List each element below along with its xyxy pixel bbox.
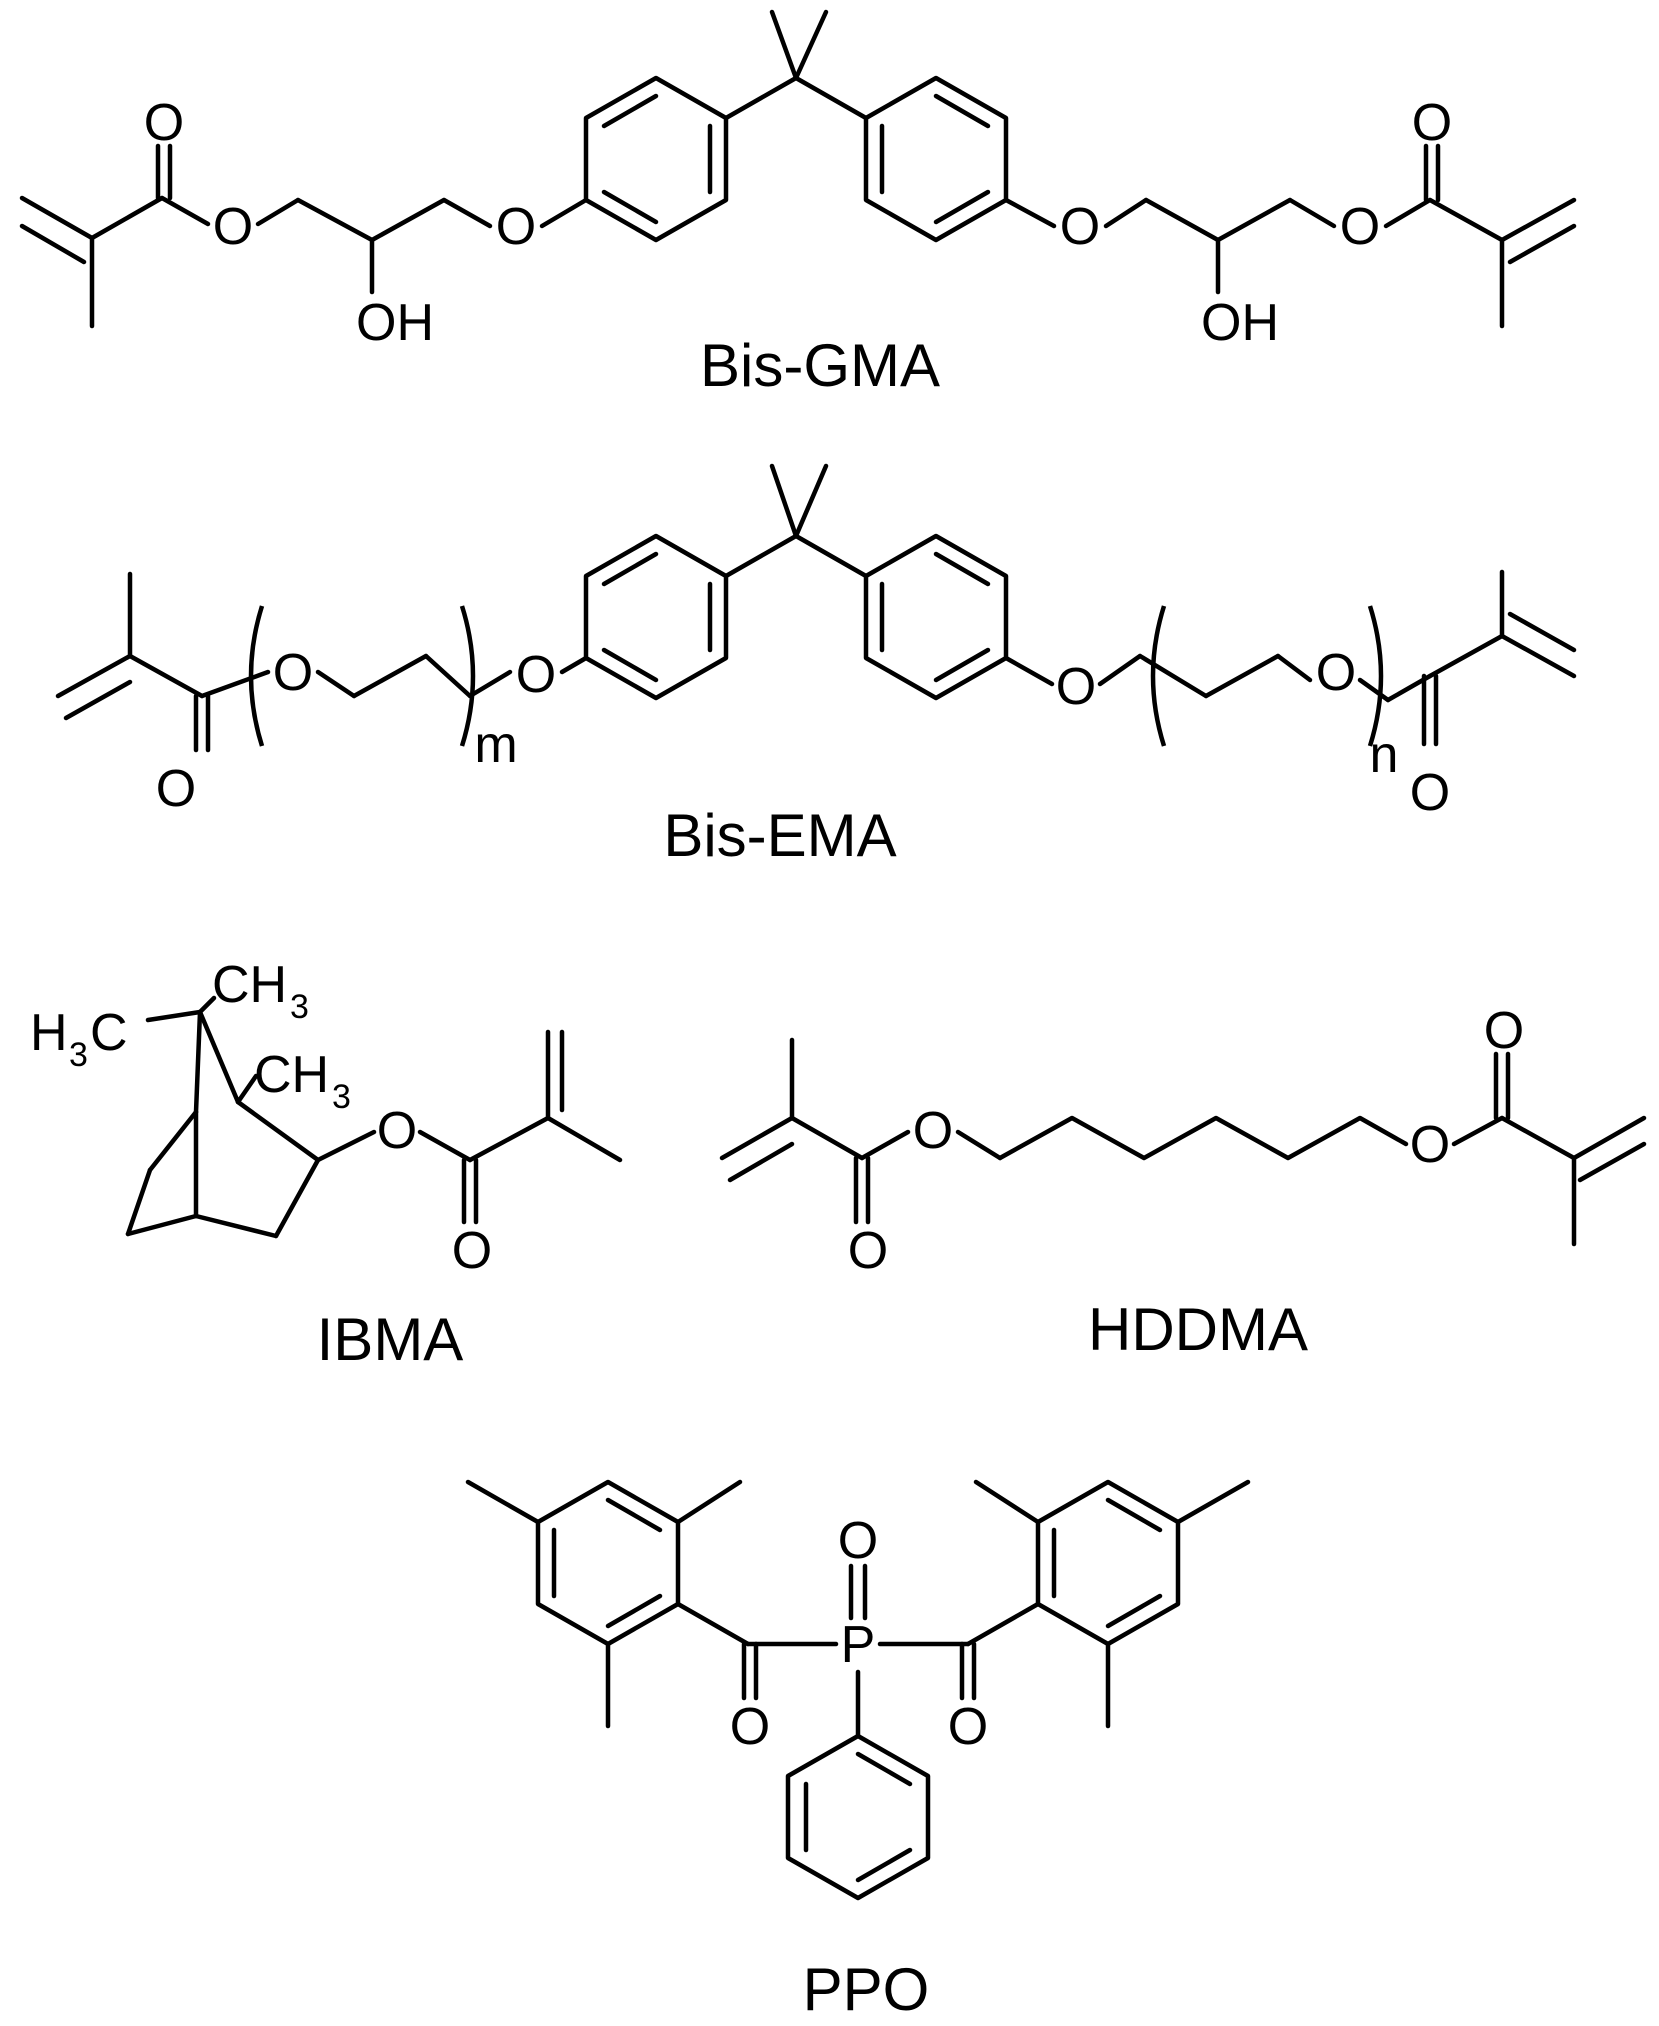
- bisema-caption: Bis-EMA: [663, 802, 896, 869]
- ibma-h3c-c: C: [90, 1004, 128, 1062]
- hddma-carbonyl-oxygen-left: O: [848, 1222, 888, 1280]
- ibma-carbonyl-oxygen: O: [452, 1222, 492, 1280]
- bisema-paren-left-close: [459, 605, 476, 747]
- bisema-subscript-n: n: [1370, 726, 1399, 784]
- ibma-ester-oxygen: O: [377, 1102, 417, 1160]
- bisema-chain-oxygen-left: O: [273, 644, 313, 702]
- hddma-caption: HDDMA: [1088, 1296, 1308, 1363]
- ibma-structure: H 3 C CH 3 CH 3 O O IBMA: [30, 956, 623, 1373]
- bisgma-hydroxyl-right: OH: [1201, 294, 1279, 352]
- bisema-link-oxygen-left: O: [516, 646, 556, 704]
- ibma-ch3-top: CH: [212, 956, 287, 1014]
- bisgma-structure: O O OH O O OH O O Bis-GMA: [19, 9, 1577, 399]
- bisema-link-oxygen-right: O: [1056, 658, 1096, 716]
- ibma-ch3-top-subscript: 3: [290, 988, 309, 1026]
- bisema-paren-left-open: [248, 605, 265, 747]
- hddma-structure: O O O O HDDMA: [719, 1002, 1647, 1363]
- ibma-caption: IBMA: [317, 1306, 464, 1373]
- bisgma-ester-oxygen-left: O: [213, 198, 253, 256]
- ibma-ch3-mid: CH: [254, 1046, 329, 1104]
- bisema-structure: O O O m O O n O Bis-EMA: [55, 463, 1577, 869]
- bisema-carbonyl-oxygen-left: O: [156, 760, 196, 818]
- ibma-h3c-subscript: 3: [69, 1036, 88, 1074]
- bisgma-ether-oxygen-right: O: [1060, 198, 1100, 256]
- hddma-carbonyl-oxygen-right: O: [1484, 1002, 1524, 1060]
- ppo-structure: P O O O PPO: [465, 1479, 1251, 2023]
- hddma-ester-oxygen-right: O: [1410, 1116, 1450, 1174]
- bisema-paren-right-close: [1367, 605, 1384, 747]
- ppo-carbonyl-oxygen-right: O: [948, 1698, 988, 1756]
- ppo-caption: PPO: [803, 1956, 930, 2023]
- bisgma-ether-oxygen-left: O: [496, 198, 536, 256]
- bisema-chain-oxygen-right: O: [1316, 644, 1356, 702]
- ppo-carbonyl-oxygen-left: O: [730, 1698, 770, 1756]
- ibma-ch3-mid-subscript: 3: [332, 1078, 351, 1116]
- bisema-carbonyl-oxygen-right: O: [1410, 764, 1450, 822]
- hddma-ester-oxygen-left: O: [913, 1102, 953, 1160]
- bisgma-caption: Bis-GMA: [700, 332, 940, 399]
- bisgma-carbonyl-oxygen-right: O: [1412, 94, 1452, 152]
- ppo-phosphoryl-oxygen: O: [838, 1512, 878, 1570]
- ibma-h3c-h: H: [30, 1004, 68, 1062]
- ppo-phosphorus: P: [841, 1616, 876, 1674]
- bisgma-ester-oxygen-right: O: [1340, 198, 1380, 256]
- bisema-subscript-m: m: [474, 716, 517, 774]
- bisema-paren-right-open: [1150, 605, 1167, 747]
- bisgma-carbonyl-oxygen-left: O: [144, 94, 184, 152]
- bisgma-hydroxyl-left: OH: [356, 294, 434, 352]
